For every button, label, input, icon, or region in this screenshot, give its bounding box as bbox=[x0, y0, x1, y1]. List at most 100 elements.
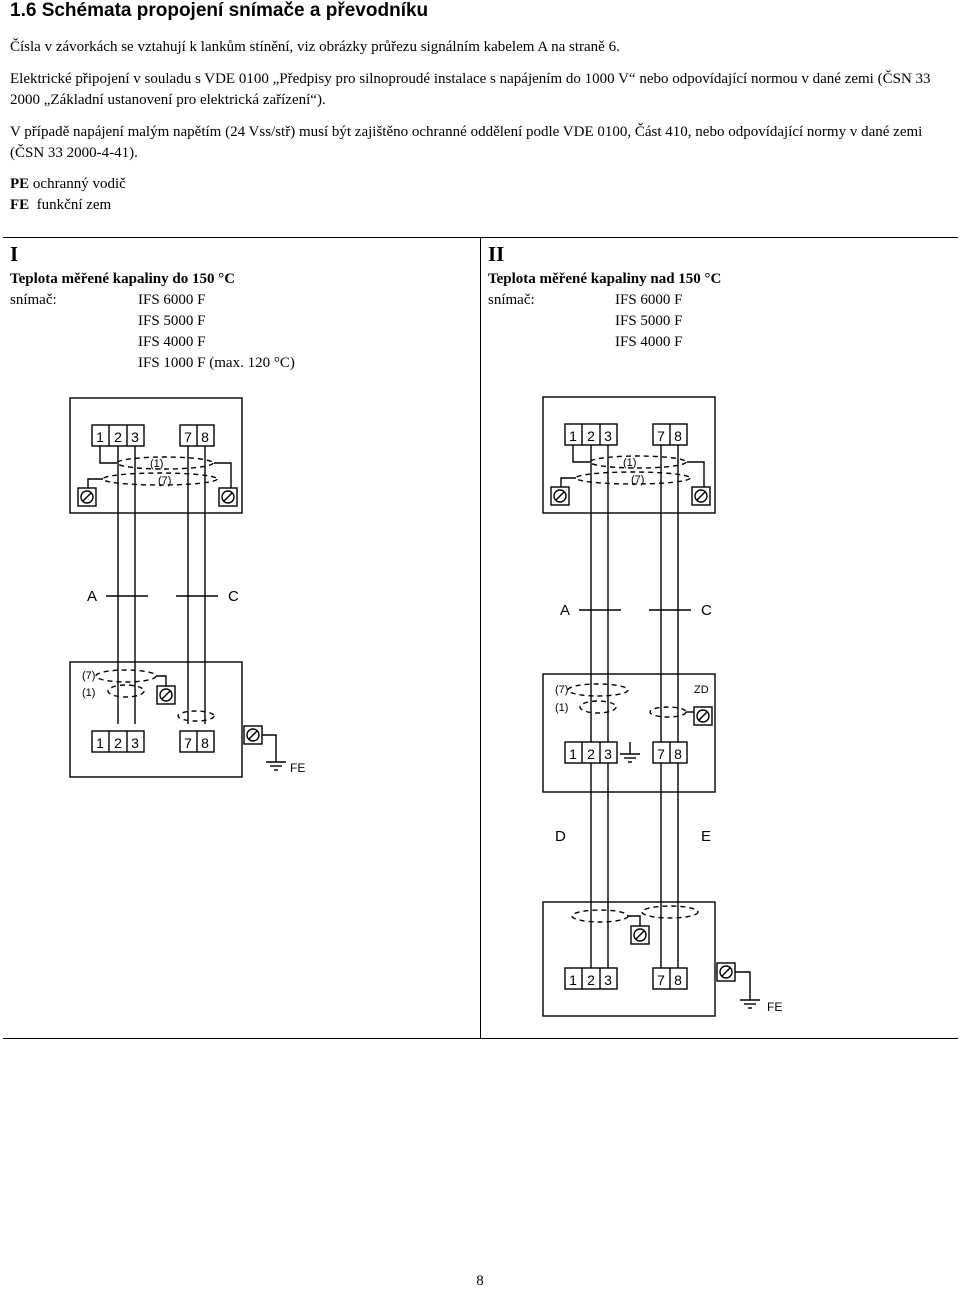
legend-pe: PE ochranný vodič bbox=[10, 176, 126, 193]
diagram-1-shield-7-bottom bbox=[95, 669, 157, 683]
diagram-2-shield-7-bottom bbox=[567, 683, 629, 697]
terminal-label: 2 bbox=[587, 428, 595, 444]
diagram-1-shield-bottom-right bbox=[177, 710, 215, 722]
diagram-2-bottom-ground-screw bbox=[630, 925, 650, 945]
legend-pe-text: ochranný vodič bbox=[32, 176, 126, 192]
diagram-2-shield-1-label: (1) bbox=[623, 457, 636, 469]
diagram-2-cable-e-label: E bbox=[701, 828, 711, 845]
section-1-sensor-label: snímač: bbox=[10, 292, 57, 308]
terminal-label: 2 bbox=[587, 746, 595, 762]
section-2-sensor-item: IFS 5000 F bbox=[615, 313, 683, 329]
diagram-2-bottom-terminal-block-78: 7 8 bbox=[652, 967, 688, 990]
section-2-sensor-item: IFS 6000 F bbox=[615, 292, 683, 308]
terminal-label: 2 bbox=[114, 429, 122, 445]
legend-fe: FE funkční zem bbox=[10, 197, 111, 214]
diagram-1-top-terminal-block-123: 1 2 3 bbox=[91, 424, 145, 447]
section-2-sensor-item: IFS 4000 F bbox=[615, 334, 683, 350]
page-number: 8 bbox=[476, 1273, 484, 1289]
terminal-label: 1 bbox=[569, 428, 577, 444]
diagram-2-bottom-terminal-block-123: 1 2 3 bbox=[564, 967, 618, 990]
diagram-2-shield-bottom-left bbox=[571, 909, 629, 923]
legend-fe-text: funkční zem bbox=[36, 197, 112, 213]
diagram-1-top-terminal-block-78: 7 8 bbox=[179, 424, 215, 447]
terminal-label: 8 bbox=[674, 746, 682, 762]
diagram-2-shield-1-top bbox=[589, 455, 687, 469]
diagram-2-shield-7-label: (7) bbox=[631, 474, 644, 486]
diagram-2-shield-7-top bbox=[575, 471, 691, 485]
diagram-1-cable-c-label: C bbox=[228, 588, 239, 605]
diagram-1-converter-ground-screw bbox=[156, 685, 176, 705]
column-divider bbox=[480, 237, 481, 1038]
diagram-2-shield-1-bottom bbox=[579, 700, 617, 714]
intro-paragraph-shield-note: Čísla v závorkách se vztahují k lankům s… bbox=[10, 39, 620, 55]
diagram-2-mid-terminal-block-78: 7 8 bbox=[652, 741, 688, 764]
diagram-2-cable-d-label: D bbox=[555, 828, 566, 845]
diagram-2-top-terminal-block-78: 7 8 bbox=[652, 423, 688, 446]
diagram-2-top-terminal-block-123: 1 2 3 bbox=[564, 423, 618, 446]
section-2-number: II bbox=[488, 242, 505, 266]
diagram-1-shield-1-label-bottom: (1) bbox=[82, 687, 95, 699]
terminal-label: 3 bbox=[604, 428, 612, 444]
terminal-label: 7 bbox=[657, 972, 665, 988]
terminal-label: 3 bbox=[131, 735, 139, 751]
intro-paragraph-low-voltage: V případě napájení malým napětím (24 Vss… bbox=[10, 124, 923, 161]
section-1-number: I bbox=[10, 242, 19, 266]
diagram-1-housing-ground-screw bbox=[243, 725, 263, 745]
terminal-label: 1 bbox=[96, 429, 104, 445]
legend-fe-abbr: FE bbox=[10, 197, 30, 213]
diagram-1-shield-7-label-bottom: (7) bbox=[82, 670, 95, 682]
terminal-label: 2 bbox=[587, 972, 595, 988]
terminal-label: 7 bbox=[184, 429, 192, 445]
terminal-label: 8 bbox=[201, 429, 209, 445]
diagram-1-bottom-terminal-block-123: 1 2 3 bbox=[91, 730, 145, 753]
intro-paragraph-vde-0100: Elektrické připojení v souladu s VDE 010… bbox=[10, 71, 931, 108]
terminal-label: 3 bbox=[131, 429, 139, 445]
terminal-label: 1 bbox=[569, 972, 577, 988]
diagram-2-cable-c-label: C bbox=[701, 602, 712, 619]
diagram-2-ground-screw-right bbox=[691, 486, 711, 506]
section-2-title: Teplota měřené kapaliny nad 150 °C bbox=[488, 271, 722, 287]
diagram-1-shield-1-top bbox=[116, 456, 214, 470]
table-bottom-rule bbox=[3, 1038, 958, 1039]
section-1-sensor-item: IFS 4000 F bbox=[138, 334, 206, 350]
terminal-label: 7 bbox=[657, 428, 665, 444]
terminal-label: 8 bbox=[201, 735, 209, 751]
diagram-2-bottom-housing bbox=[542, 901, 716, 1017]
terminal-label: 1 bbox=[569, 746, 577, 762]
diagram-1: 1 2 3 7 8 (1) (7) bbox=[69, 397, 305, 778]
section-2-sensor-label: snímač: bbox=[488, 292, 535, 308]
diagram-1-shield-1-label: (1) bbox=[150, 458, 163, 470]
diagram-1-shield-7-top bbox=[102, 472, 218, 486]
terminal-label: 3 bbox=[604, 972, 612, 988]
diagram-2-shield-1-label-bottom: (1) bbox=[555, 702, 568, 714]
diagram-2: 1 2 3 7 8 (1) (7) bbox=[542, 396, 782, 1017]
diagram-2-shield-bottom-right bbox=[649, 706, 687, 718]
page-title: 1.6 Schémata propojení snímače a převodn… bbox=[10, 0, 429, 21]
diagram-2-internal-ground-symbol bbox=[620, 742, 640, 763]
terminal-label: 1 bbox=[96, 735, 104, 751]
diagram-2-cable-a-label: A bbox=[560, 602, 570, 619]
diagram-2-shield-bottom-right2 bbox=[641, 905, 699, 919]
diagram-1-ground-screw-left bbox=[77, 487, 97, 507]
diagram-2-fe-ground-symbol bbox=[740, 999, 760, 1009]
diagram-2-ground-screw-left bbox=[550, 486, 570, 506]
diagram-1-shield-7-label: (7) bbox=[158, 475, 171, 487]
terminal-label: 8 bbox=[674, 428, 682, 444]
diagram-2-zd-label: ZD bbox=[694, 684, 709, 696]
section-1-sensor-item: IFS 6000 F bbox=[138, 292, 206, 308]
terminal-label: 2 bbox=[114, 735, 122, 751]
diagram-2-shield-7-label-bottom: (7) bbox=[555, 684, 568, 696]
diagram-2-mid-terminal-block-123: 1 2 3 bbox=[564, 741, 618, 764]
legend-pe-abbr: PE bbox=[10, 176, 30, 192]
diagram-2-converter-housing bbox=[542, 673, 716, 793]
terminal-label: 7 bbox=[184, 735, 192, 751]
terminal-label: 8 bbox=[674, 972, 682, 988]
diagram-2-sensor-housing bbox=[542, 396, 716, 514]
section-1-sensor-item: IFS 5000 F bbox=[138, 313, 206, 329]
terminal-label: 7 bbox=[657, 746, 665, 762]
diagram-1-bottom-terminal-block-78: 7 8 bbox=[179, 730, 215, 753]
terminal-label: 3 bbox=[604, 746, 612, 762]
diagram-1-ground-screw-right bbox=[218, 487, 238, 507]
diagram-1-sensor-housing bbox=[69, 397, 243, 514]
